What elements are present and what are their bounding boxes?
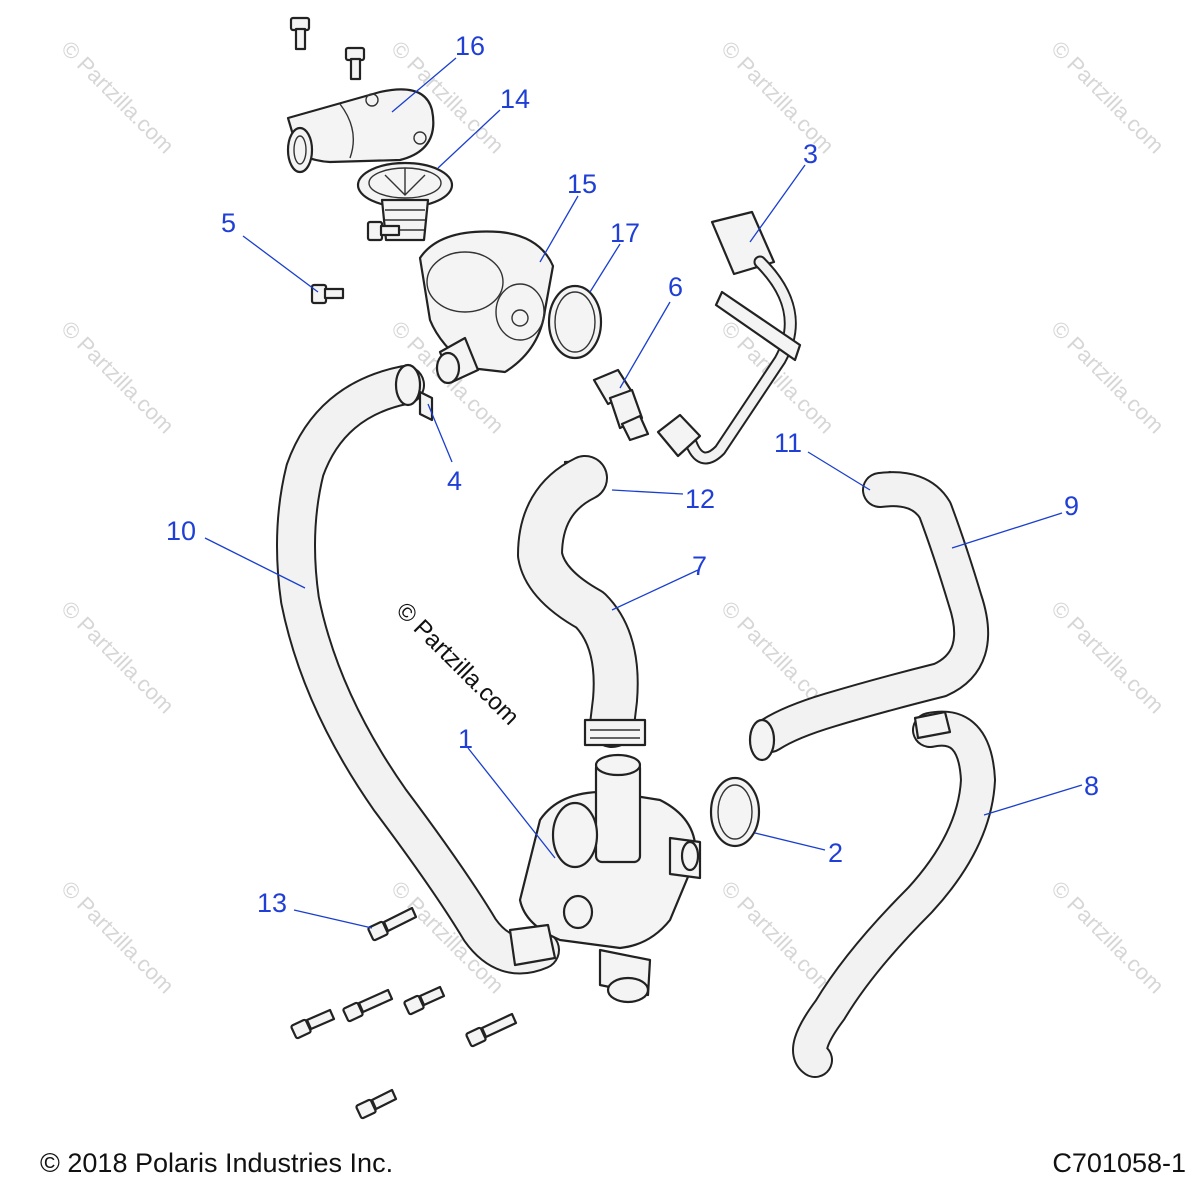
- part-7-hose: [517, 455, 647, 748]
- bolt: [289, 16, 311, 51]
- watermark: © Partzilla.com: [1046, 876, 1169, 999]
- callout-10: 10: [166, 516, 196, 546]
- part-3-wiring-harness: [656, 210, 802, 465]
- callout-5: 5: [221, 208, 236, 238]
- part-13-bolt: [367, 906, 418, 942]
- callout-13: 13: [257, 888, 287, 918]
- bolt: [342, 988, 394, 1023]
- part-6-temperature-sensor: [592, 368, 650, 442]
- part-9-hose: [748, 471, 990, 762]
- diagram-code: C701058-1: [1052, 1148, 1186, 1178]
- callout-2: 2: [828, 838, 843, 868]
- part-2-gasket: [709, 776, 761, 848]
- bolt: [403, 985, 446, 1016]
- callout-7: 7: [692, 551, 707, 581]
- watermark: © Partzilla.com: [716, 36, 839, 159]
- part-4-clamp: [418, 390, 434, 422]
- part-1-water-pump: [508, 753, 702, 1004]
- callout-3: 3: [803, 139, 818, 169]
- callout-6: 6: [668, 272, 683, 302]
- part-16-thermostat-cover: [286, 88, 435, 174]
- callouts: 1 2 3 4 5 6 7 8 9 10 11 12 13 14 15 16 1: [166, 31, 1099, 929]
- callout-9: 9: [1064, 491, 1079, 521]
- copyright-notice: © 2018 Polaris Industries Inc.: [40, 1148, 394, 1178]
- callout-16: 16: [455, 31, 485, 61]
- watermark: © Partzilla.com: [56, 596, 179, 719]
- watermark: © Partzilla.com: [56, 36, 179, 159]
- watermark: © Partzilla.com: [56, 876, 179, 999]
- callout-4: 4: [447, 466, 462, 496]
- bolt: [366, 220, 401, 242]
- callout-15: 15: [567, 169, 597, 199]
- callout-14: 14: [500, 84, 530, 114]
- callout-11: 11: [774, 428, 802, 458]
- callout-1: 1: [458, 724, 473, 754]
- bolt: [344, 46, 366, 81]
- part-8-hose: [792, 710, 996, 1078]
- watermark: © Partzilla.com: [1046, 316, 1169, 439]
- watermark: © Partzilla.com: [1046, 36, 1169, 159]
- bolt: [355, 1088, 398, 1120]
- center-watermark: © Partzilla.com: [391, 597, 524, 730]
- watermark: © Partzilla.com: [716, 876, 839, 999]
- part-15-thermostat-housing: [418, 230, 555, 385]
- watermark: © Partzilla.com: [56, 316, 179, 439]
- callout-17: 17: [610, 218, 640, 248]
- bolt: [290, 1008, 336, 1040]
- bolt: [465, 1012, 518, 1048]
- callout-12: 12: [685, 484, 715, 514]
- callout-8: 8: [1084, 771, 1099, 801]
- watermark: © Partzilla.com: [1046, 596, 1169, 719]
- part-14-thermostat: [356, 161, 454, 242]
- part-17-o-ring: [547, 284, 603, 360]
- part-10-hose: [276, 363, 560, 975]
- part-5-bolt: [310, 283, 345, 305]
